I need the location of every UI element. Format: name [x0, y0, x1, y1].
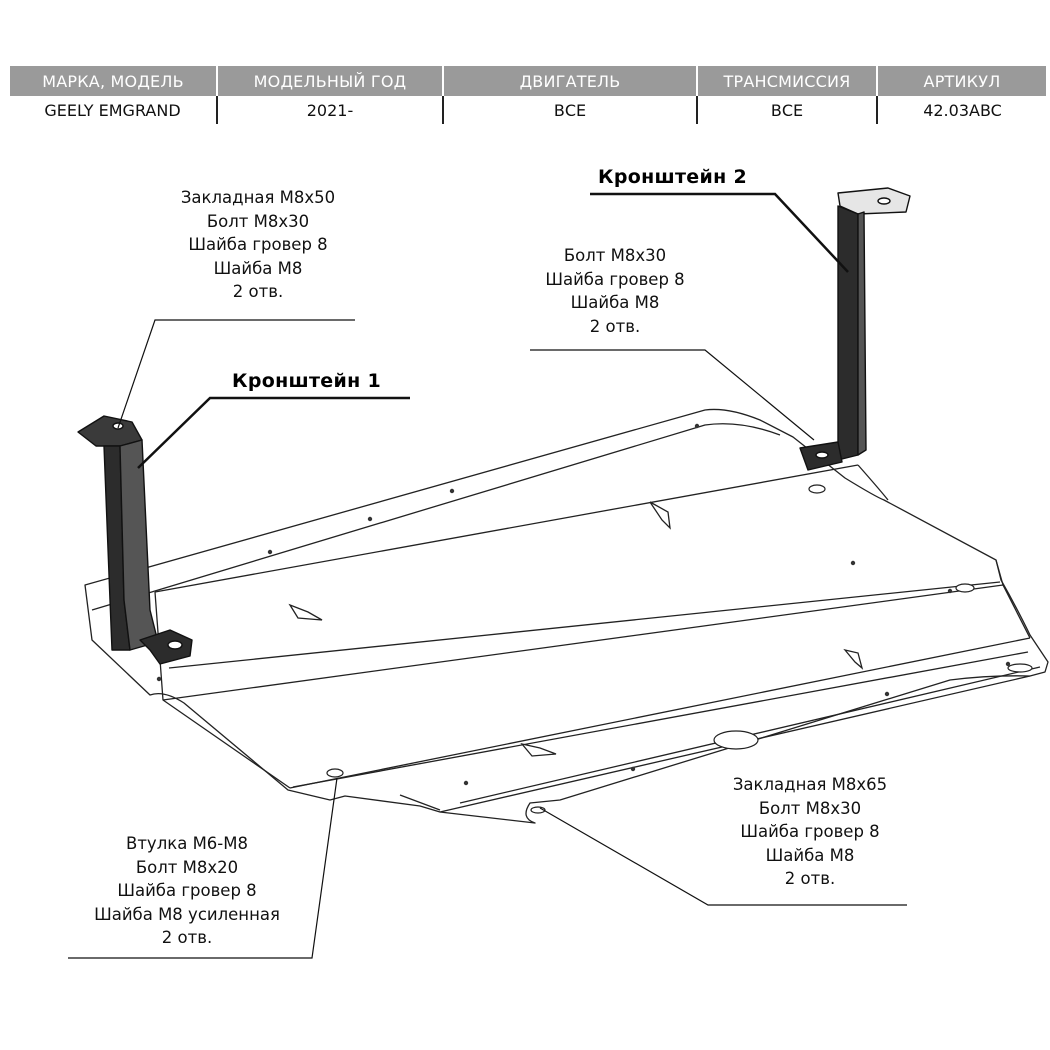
- spec-table-header: МАРКА, МОДЕЛЬ МОДЕЛЬНЫЙ ГОД ДВИГАТЕЛЬ ТР…: [8, 66, 1048, 96]
- note-line: Закладная М8х65: [732, 775, 888, 794]
- note-bottom-right: Закладная М8х65 Болт М8х30 Шайба гровер …: [712, 773, 908, 891]
- note-line: Шайба гровер 8: [117, 881, 257, 900]
- rib-stamp: [520, 742, 557, 757]
- note-bottom-left: Втулка М6-М8 Болт М8х20 Шайба гровер 8 Ш…: [76, 832, 298, 950]
- note-line: Болт М8х30: [206, 211, 310, 231]
- cell-article: 42.03ABC: [923, 100, 1002, 120]
- note-line: Шайба гровер 8: [188, 235, 328, 254]
- note-line: Закладная М8х50: [180, 188, 336, 207]
- bracket-1-part: [77, 415, 193, 665]
- cell-transmission: ВСЕ: [697, 96, 878, 124]
- note-line: Болт М8х30: [758, 798, 862, 818]
- mount-hole: [955, 583, 975, 593]
- header-transmission: ТРАНСМИССИЯ: [696, 66, 878, 96]
- spec-table: МАРКА, МОДЕЛЬ МОДЕЛЬНЫЙ ГОД ДВИГАТЕЛЬ ТР…: [8, 66, 1048, 124]
- header-article: АРТИКУЛ: [876, 66, 1048, 96]
- note-top-right: Болт М8х30 Шайба гровер 8 Шайба М8 2 отв…: [520, 244, 710, 338]
- mount-hole: [713, 730, 759, 750]
- note-line: Шайба гровер 8: [545, 269, 685, 289]
- mount-hole: [1007, 663, 1033, 673]
- header-make-model: МАРКА, МОДЕЛЬ: [8, 66, 218, 96]
- header-engine: ДВИГАТЕЛЬ: [442, 66, 698, 96]
- leader-bracket-1: [137, 396, 410, 469]
- note-line: 2 отв.: [161, 928, 213, 947]
- header-model-year: МОДЕЛЬНЫЙ ГОД: [216, 66, 444, 96]
- bracket-2-title: Кронштейн 2: [598, 166, 747, 188]
- cell-model-year: 2021-: [217, 96, 444, 124]
- bracket-2-part: [799, 187, 911, 471]
- mount-hole: [808, 484, 826, 494]
- note-line: Болт М8х30: [563, 246, 667, 265]
- bracket-1-title: Кронштейн 1: [232, 370, 381, 392]
- note-line: Шайба М8: [570, 293, 660, 312]
- leader-bottom-right-note: [539, 807, 907, 906]
- note-line: 2 отв.: [784, 869, 836, 888]
- rib-stamp: [288, 603, 323, 621]
- rib-stamp: [843, 648, 864, 670]
- note-line: Шайба М8 усиленная: [94, 904, 280, 924]
- leader-top-right-note: [530, 349, 815, 441]
- leader-bottom-left-note: [68, 777, 338, 959]
- note-line: Втулка М6-М8: [126, 834, 248, 853]
- cell-make-model: GEELY EMGRAND: [9, 96, 218, 124]
- mount-hole: [326, 768, 344, 778]
- note-line: Шайба гровер 8: [740, 822, 880, 841]
- rib-stamp: [649, 501, 671, 530]
- note-line: 2 отв.: [232, 282, 284, 301]
- note-line: 2 отв.: [589, 316, 641, 336]
- note-line: Болт М8х20: [135, 857, 239, 877]
- note-top-left: Закладная М8х50 Болт М8х30 Шайба гровер …: [160, 186, 356, 304]
- cell-engine: ВСЕ: [443, 96, 698, 124]
- leader-top-left-note: [117, 319, 355, 429]
- note-line: Шайба М8: [765, 845, 855, 865]
- skid-plate-outline: [84, 408, 1049, 824]
- table-row: GEELY EMGRAND 2021- ВСЕ ВСЕ 42.03ABC: [9, 96, 1047, 124]
- note-line: Шайба М8: [213, 258, 303, 278]
- leader-bracket-2: [590, 192, 849, 273]
